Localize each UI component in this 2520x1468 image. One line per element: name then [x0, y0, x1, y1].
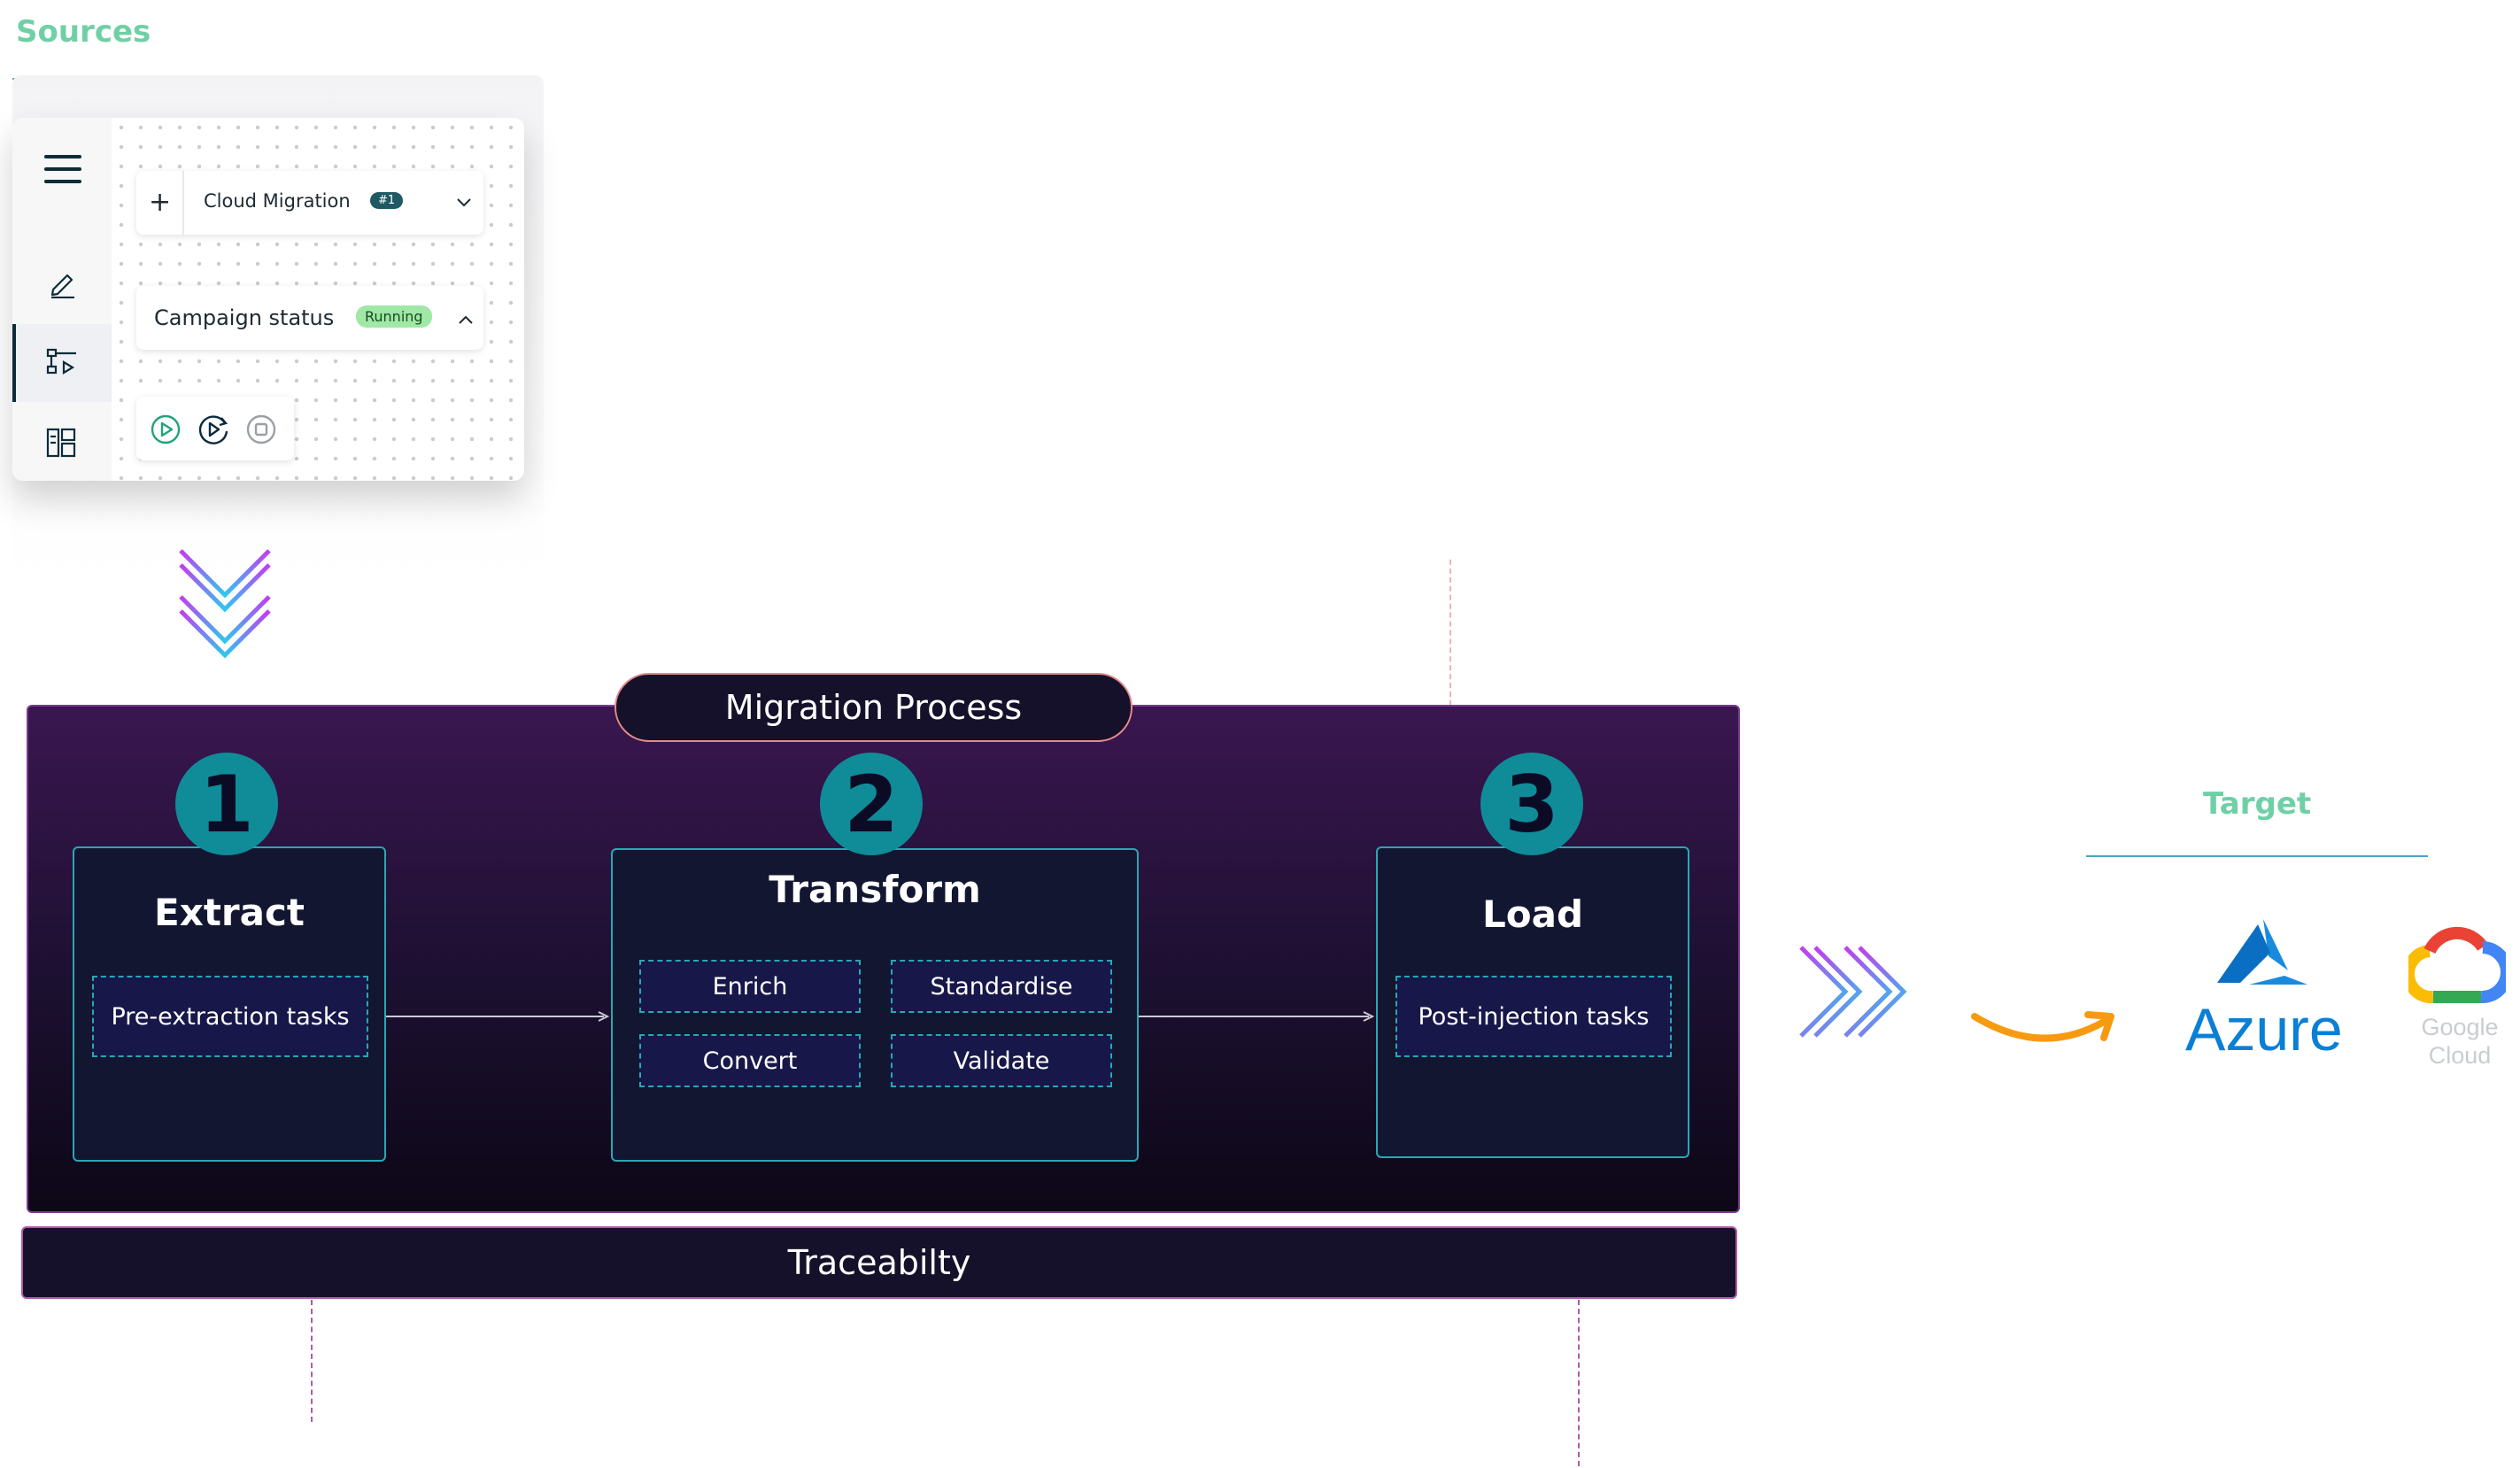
- chevron-up-icon[interactable]: [459, 311, 473, 328]
- dashboard-icon[interactable]: [46, 428, 76, 461]
- restart-icon[interactable]: [198, 414, 230, 444]
- azure-logo-icon: [2214, 917, 2311, 997]
- edit-icon[interactable]: [48, 268, 78, 302]
- campaign-badge: #1: [370, 192, 404, 209]
- stage-title: Load: [1481, 892, 1584, 936]
- traceability-bar: Traceabilty: [21, 1226, 1737, 1299]
- status-label: Campaign status: [154, 305, 335, 330]
- campaign-name: Cloud Migration: [204, 190, 351, 212]
- double-chevron-right-icon: [1794, 940, 1914, 1047]
- stop-icon[interactable]: [246, 414, 276, 444]
- run-controls: [136, 397, 294, 460]
- google-cloud-text: Google Cloud: [2407, 1013, 2513, 1070]
- task-standardise: Standardise: [891, 960, 1112, 1013]
- migration-process-title: Migration Process: [615, 673, 1132, 742]
- azure-text: Azure: [2185, 996, 2343, 1063]
- stage-number-1: 1: [175, 753, 278, 855]
- source-card: + Cloud Migration #1 Campaign status Run…: [12, 118, 524, 481]
- workflow-icon[interactable]: [46, 348, 78, 380]
- stage-load: Load Post-injection tasks: [1376, 846, 1689, 1158]
- sources-title: Sources: [16, 14, 151, 50]
- google-cloud-logo-icon: [2402, 924, 2513, 1008]
- connector-line-right: [1578, 1300, 1580, 1466]
- play-icon[interactable]: [151, 414, 181, 444]
- status-badge: Running: [356, 305, 432, 328]
- google-cloud-line-1: Google: [2421, 1014, 2499, 1040]
- task-enrich: Enrich: [639, 960, 861, 1013]
- arrow-extract-to-transform: [386, 1009, 611, 1026]
- google-cloud-line-2: Cloud: [2428, 1042, 2492, 1069]
- task-validate: Validate: [891, 1034, 1112, 1087]
- menu-icon[interactable]: [44, 153, 81, 189]
- sidebar-active-indicator: [12, 324, 112, 402]
- connector-line-top: [1449, 560, 1451, 706]
- pill-divider: [182, 171, 184, 235]
- task-pre-extraction: Pre-extraction tasks: [92, 976, 368, 1057]
- campaign-status-panel[interactable]: Campaign status Running: [136, 286, 483, 350]
- stage-extract: Extract Pre-extraction tasks: [73, 846, 386, 1162]
- double-chevron-down-icon: [174, 542, 276, 662]
- stage-title: Transform: [769, 868, 981, 911]
- target-rule: [2086, 855, 2428, 857]
- arrow-transform-to-load: [1139, 1009, 1376, 1026]
- stage-number-3: 3: [1480, 753, 1583, 855]
- target-title: Target: [2203, 786, 2312, 822]
- stage-transform: Transform Enrich Standardise Convert Val…: [611, 848, 1139, 1162]
- task-convert: Convert: [639, 1034, 861, 1087]
- stage-title: Extract: [154, 891, 305, 934]
- chevron-down-icon[interactable]: [457, 194, 471, 211]
- aws-logo-icon: [1971, 1006, 2118, 1052]
- add-icon[interactable]: +: [149, 187, 172, 218]
- connector-line-left: [311, 1300, 313, 1422]
- stage-number-2: 2: [820, 753, 923, 855]
- sidebar-rail: [12, 118, 112, 481]
- task-post-injection: Post-injection tasks: [1395, 976, 1672, 1057]
- campaign-selector[interactable]: + Cloud Migration #1: [136, 171, 483, 235]
